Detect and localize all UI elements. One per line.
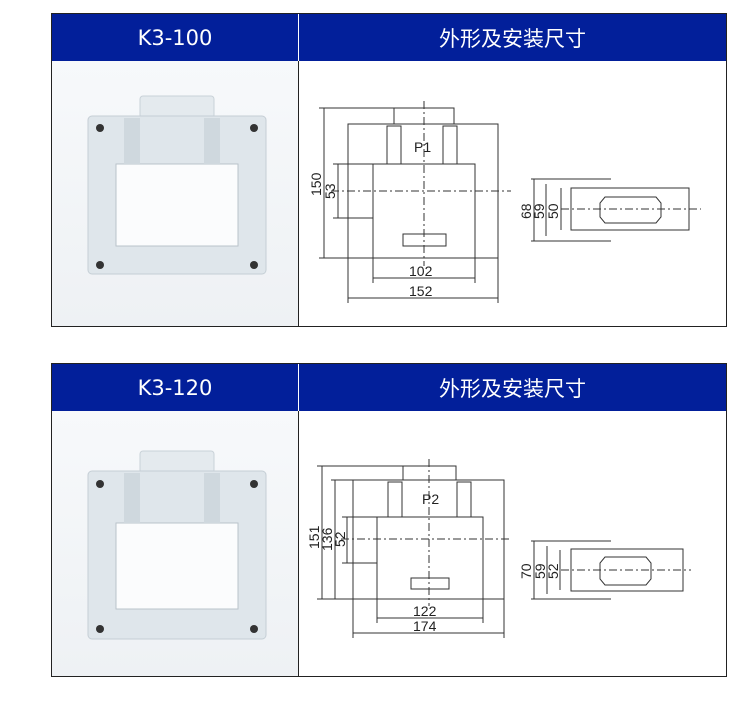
dim-side-mid: 59 bbox=[532, 563, 548, 579]
dimension-drawing: P2 122 174 151 136 52 70 59 52 bbox=[299, 411, 726, 676]
dim-window-width: 102 bbox=[409, 263, 433, 279]
model-header: K3-120 bbox=[52, 364, 298, 411]
spec-table-k3-100: K3-100 外形及安装尺寸 bbox=[51, 13, 727, 327]
drawing-header: 外形及安装尺寸 bbox=[299, 364, 726, 411]
dim-depth: 70 bbox=[518, 563, 534, 579]
dim-height: 150 bbox=[308, 172, 324, 196]
dim-side-mid: 59 bbox=[531, 203, 547, 219]
front-label: P1 bbox=[414, 139, 431, 155]
dim-side-inner: 52 bbox=[545, 563, 561, 579]
dim-height: 151 bbox=[306, 525, 322, 549]
product-photo bbox=[52, 61, 298, 326]
dimension-drawing: P1 102 152 150 53 68 59 50 bbox=[299, 61, 726, 326]
model-header: K3-100 bbox=[52, 14, 298, 61]
dim-side-inner: 50 bbox=[545, 203, 561, 219]
dim-window-width: 122 bbox=[413, 603, 437, 619]
dim-inner-height: 136 bbox=[319, 527, 335, 551]
dim-depth: 68 bbox=[518, 203, 534, 219]
dim-window-height: 53 bbox=[322, 183, 338, 199]
product-photo bbox=[52, 411, 298, 676]
dim-window-height: 52 bbox=[332, 531, 348, 547]
front-label: P2 bbox=[422, 491, 439, 507]
dim-width: 152 bbox=[409, 283, 433, 299]
spec-table-k3-120: K3-120 外形及安装尺寸 bbox=[51, 363, 727, 677]
dim-width: 174 bbox=[413, 618, 437, 634]
drawing-header: 外形及安装尺寸 bbox=[299, 14, 726, 61]
